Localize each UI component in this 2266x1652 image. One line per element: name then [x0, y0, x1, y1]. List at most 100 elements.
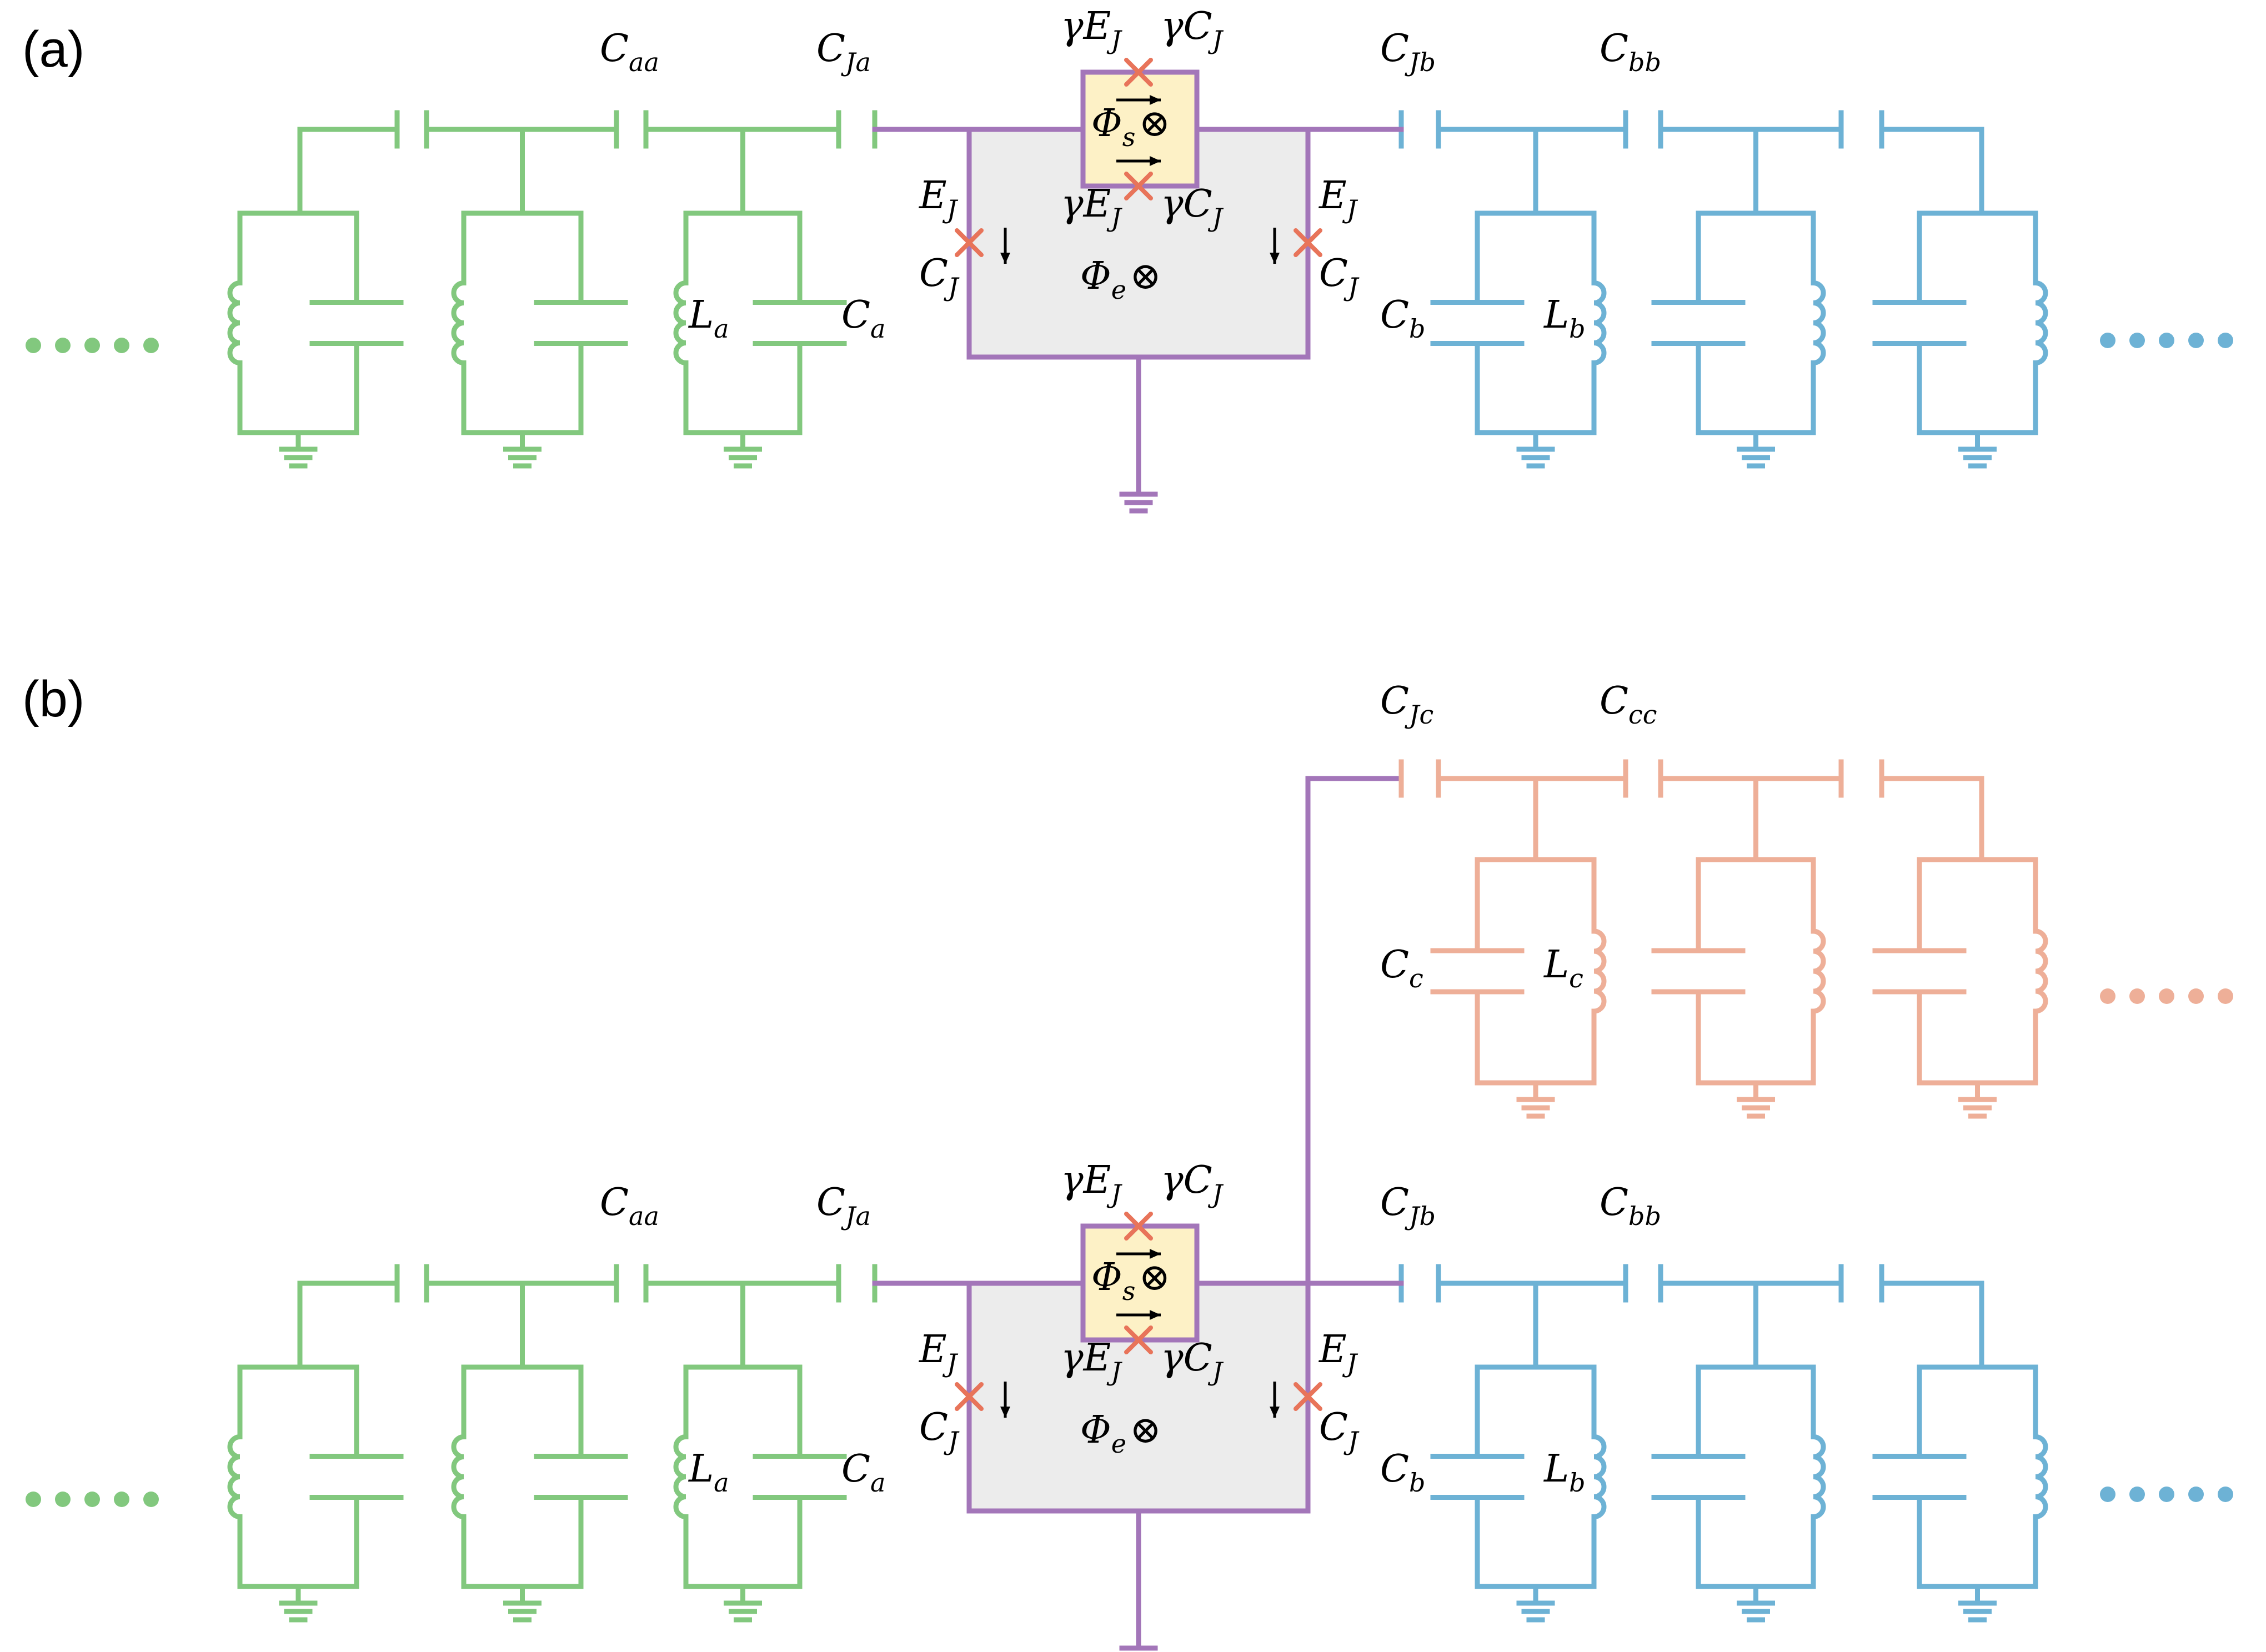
- dot: [2129, 333, 2145, 348]
- resonator-b-3: [1872, 1364, 2048, 1623]
- ground-icon: [1737, 446, 1775, 469]
- inductor-coil: [227, 1364, 243, 1589]
- junction-left-icon: [955, 228, 984, 257]
- ellipsis-a: [26, 1492, 159, 1507]
- ground-icon: [279, 1600, 318, 1623]
- resonator-b-1: [1430, 210, 1607, 469]
- label-Phi-s: Φs⊗: [1091, 1256, 1170, 1306]
- label-La: La: [688, 1447, 729, 1498]
- label-Caa: Caa: [600, 1181, 659, 1231]
- inductor-coil: [1811, 210, 1826, 435]
- inductor-coil: [1591, 857, 1607, 1086]
- label-Ca: Ca: [841, 1447, 885, 1498]
- inductor-coil: [1591, 210, 1607, 435]
- inductor-coil: [673, 1364, 689, 1589]
- resonator-capacitor: [1651, 857, 1746, 1086]
- ellipsis-c: [2100, 988, 2233, 1004]
- capacitor-CJb: [1398, 110, 1441, 149]
- capacitor-Cbb: [1623, 110, 1663, 149]
- resonator-b-1: [1430, 1364, 1607, 1623]
- ground-icon: [1737, 1097, 1775, 1119]
- capacitor-CJb: [1398, 1264, 1441, 1303]
- dot: [143, 1492, 159, 1507]
- ground-icon: [279, 446, 318, 469]
- resonator-capacitor: [309, 210, 404, 435]
- inductor-coil: [227, 210, 243, 435]
- resonator-a-3: [673, 1364, 847, 1623]
- squid-junction-bottom-icon: [1124, 172, 1153, 200]
- coupler: [872, 69, 1404, 514]
- label-CJc: CJc: [1380, 679, 1433, 730]
- label-gammaCJ-top: γCJ: [1161, 1158, 1224, 1209]
- resonator-capacitor: [1872, 857, 1967, 1086]
- label-CJ-left: CJ: [919, 1405, 960, 1456]
- ground-icon: [503, 446, 542, 469]
- dot: [2159, 333, 2174, 348]
- label-gammaEJ-top: γEJ: [1061, 1158, 1122, 1209]
- junction-left-icon: [955, 1382, 984, 1411]
- resonator-b-3: [1872, 210, 2048, 469]
- label-EJ-right: EJ: [1318, 174, 1358, 224]
- resonator-capacitor: [753, 1364, 847, 1589]
- chain-b: [1398, 1264, 1984, 1370]
- resonator-a-1: [227, 1364, 404, 1623]
- dot: [114, 338, 129, 353]
- inductor-coil: [1591, 1364, 1607, 1589]
- resonator-capacitor: [1430, 210, 1525, 435]
- coupler-to-chain-c: [1305, 776, 1404, 1286]
- current-right-icon: [1270, 228, 1280, 264]
- squid-junction-bottom-icon: [1124, 1325, 1153, 1354]
- resonator-capacitor: [1651, 1364, 1746, 1589]
- panel-label-b: (b): [22, 671, 84, 727]
- ground-icon: [1516, 1097, 1555, 1119]
- dot: [2129, 1487, 2145, 1502]
- capacitor-b-3: [1838, 110, 1884, 149]
- coupler: [872, 776, 1404, 1651]
- label-Ccc: Ccc: [1600, 679, 1657, 730]
- ground-icon: [1737, 1600, 1775, 1623]
- resonator-capacitor: [1651, 210, 1746, 435]
- dot: [84, 1492, 100, 1507]
- resonator-a-2: [451, 210, 628, 469]
- inductor-coil: [1811, 1364, 1826, 1589]
- label-Cb: Cb: [1380, 293, 1425, 344]
- dot: [2159, 1487, 2174, 1502]
- dot: [55, 338, 71, 353]
- label-gammaCJ-bottom: γCJ: [1161, 182, 1224, 233]
- chain-a: [297, 110, 878, 216]
- label-CJb: CJb: [1380, 1181, 1436, 1231]
- label-Lc: Lc: [1543, 943, 1583, 993]
- ground-icon: [1958, 1600, 1997, 1623]
- ground-icon: [503, 1600, 542, 1623]
- dot: [26, 1492, 41, 1507]
- resonator-capacitor: [534, 1364, 628, 1589]
- resonator-a-3: [673, 210, 847, 469]
- squid-current-top-icon: [1116, 1249, 1161, 1259]
- dot: [2188, 988, 2204, 1004]
- squid-current-bottom-icon: [1116, 1310, 1161, 1320]
- squid-current-top-icon: [1116, 95, 1161, 105]
- ground-icon: [1119, 1645, 1158, 1651]
- resonator-capacitor: [1872, 210, 1967, 435]
- ellipsis-b: [2100, 1487, 2233, 1502]
- dot: [55, 1492, 71, 1507]
- label-Lb: Lb: [1543, 1447, 1586, 1498]
- junction-right-icon: [1294, 1382, 1322, 1411]
- label-EJ-left: EJ: [918, 174, 959, 224]
- label-Ca: Ca: [841, 293, 885, 344]
- resonator-b-2: [1651, 210, 1826, 469]
- inductor-coil: [451, 210, 467, 435]
- label-CJa: CJa: [816, 27, 871, 77]
- ground-icon: [724, 1600, 762, 1623]
- squid-loop-fill: [1083, 72, 1197, 186]
- label-Phi-e: Φe⊗: [1080, 1408, 1161, 1459]
- label-Phi-s: Φs⊗: [1091, 102, 1170, 152]
- ground-icon: [724, 446, 762, 469]
- label-Cbb: Cbb: [1600, 27, 1661, 77]
- panel-label-a: (a): [22, 21, 84, 78]
- resonator-capacitor: [309, 1364, 404, 1589]
- squid-loop-fill: [1083, 1226, 1197, 1340]
- current-left-icon: [1000, 228, 1010, 264]
- dot: [2218, 333, 2233, 348]
